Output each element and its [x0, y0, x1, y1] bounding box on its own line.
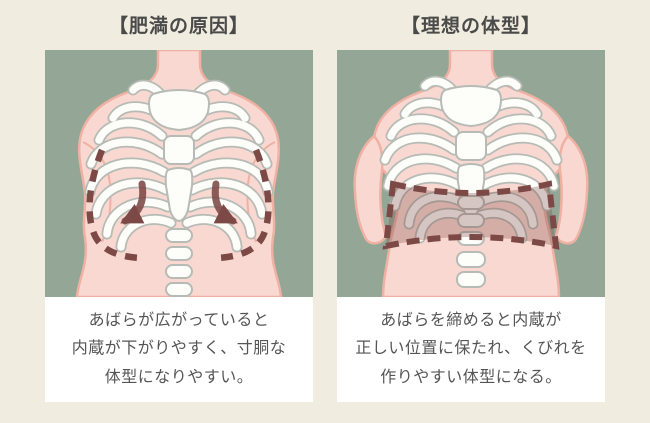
arrow-left-icon [120, 180, 147, 225]
obesity-ribcage-figure [45, 50, 313, 297]
ideal-section: 【理想の体型】 [337, 0, 605, 402]
ideal-description: あばらを締めると内蔵が 正しい位置に保たれ、くびれを 作りやすい体型になる。 [355, 311, 587, 386]
obesity-illustration [45, 50, 313, 297]
arrow-right-icon [211, 180, 238, 225]
obesity-description: あばらが広がっていると 内蔵が下がりやすく、寸胴な 体型になりやすい。 [71, 311, 287, 386]
ideal-description-card: あばらを締めると内蔵が 正しい位置に保たれ、くびれを 作りやすい体型になる。 [337, 297, 605, 402]
arms [353, 134, 589, 245]
cinch-band-dashed-outline [382, 180, 560, 250]
ideal-illustration [337, 50, 605, 297]
sternum [148, 89, 210, 223]
flared-rib-dashes [86, 148, 272, 262]
vertebrae [165, 228, 193, 297]
ideal-title: 【理想の体型】 [400, 16, 541, 37]
rib-drop-arrows [120, 180, 238, 225]
cinch-band-fill [386, 184, 556, 246]
obesity-title: 【肥満の原因】 [108, 16, 249, 37]
ribcage [379, 75, 563, 244]
ideal-ribcage-figure [337, 50, 605, 297]
obesity-description-card: あばらが広がっていると 内蔵が下がりやすく、寸胴な 体型になりやすい。 [45, 297, 313, 402]
obesity-section: 【肥満の原因】 [45, 0, 313, 402]
